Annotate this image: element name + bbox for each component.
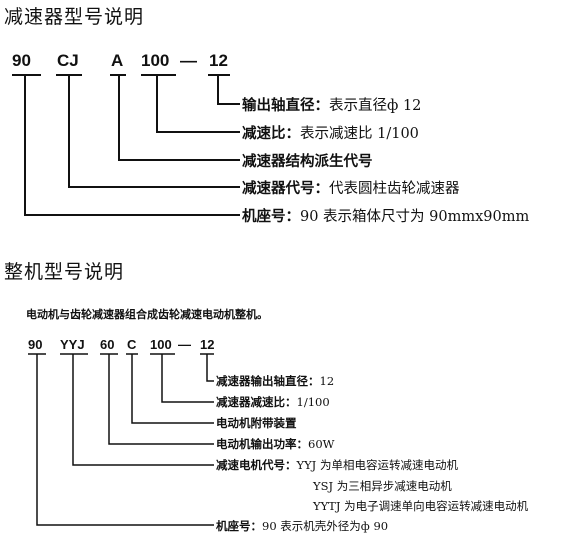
item-label: 机座号： bbox=[242, 209, 300, 225]
connector2-shaft bbox=[206, 354, 214, 382]
item2-motor-code-ysj: YSJ 为三相异步减速电动机 bbox=[313, 478, 452, 494]
item-text: YYTJ 为电子调速单向电容运转减速电动机 bbox=[313, 499, 529, 513]
item-label: 减速器减速比： bbox=[216, 395, 297, 409]
item-reduction-ratio: 减速比：表示减速比 1/100 bbox=[242, 122, 419, 143]
item2-output-power: 电动机输出功率：60W bbox=[216, 436, 334, 452]
connector-frame bbox=[24, 75, 240, 216]
item-text: 代表圆柱齿轮减速器 bbox=[329, 181, 460, 197]
code-reducer: CJ bbox=[57, 51, 79, 70]
item-label: 机座号： bbox=[216, 519, 262, 533]
item-label: 减速比： bbox=[242, 126, 300, 142]
item-reducer-code: 减速器代号：代表圆柱齿轮减速器 bbox=[242, 177, 460, 198]
section2-title: 整机型号说明 bbox=[4, 261, 125, 283]
connector-derive bbox=[118, 75, 240, 161]
code2-device: C bbox=[127, 337, 137, 352]
item-label: 电动机附带装置 bbox=[216, 416, 297, 430]
item-frame-number: 机座号：90 表示箱体尺寸为 90mmx90mm bbox=[242, 205, 529, 226]
item-text: 表示减速比 1/100 bbox=[300, 126, 419, 142]
item-text: YSJ 为三相异步减速电动机 bbox=[313, 479, 452, 493]
item2-accessory: 电动机附带装置 bbox=[216, 415, 297, 431]
item2-reduction-ratio: 减速器减速比：1/100 bbox=[216, 394, 330, 410]
section1-title: 减速器型号说明 bbox=[4, 6, 145, 28]
item-text: 1/100 bbox=[296, 395, 330, 409]
item2-frame-number: 机座号：90 表示机壳外径为ф 90 bbox=[216, 518, 388, 534]
code-shaft: 12 bbox=[209, 51, 228, 70]
code2-power: 60 bbox=[100, 337, 115, 352]
item-shaft-diameter: 输出轴直径：表示直径ф 12 bbox=[242, 94, 421, 115]
item2-motor-code: 减速电机代号：YYJ 为单相电容运转减速电动机 bbox=[216, 457, 458, 473]
item-label: 减速器结构派生代号 bbox=[242, 154, 373, 170]
connector2-device bbox=[131, 354, 214, 424]
code2-dash: — bbox=[178, 337, 191, 352]
item-text: 60W bbox=[308, 437, 335, 451]
item2-motor-code-yytj: YYTJ 为电子调速单向电容运转减速电动机 bbox=[313, 498, 528, 514]
item-label: 减速器输出轴直径： bbox=[216, 374, 320, 388]
item-text: 12 bbox=[319, 374, 335, 388]
connector2-frame bbox=[36, 354, 214, 526]
connector-reducer bbox=[68, 75, 240, 188]
code2-ratio: 100 bbox=[150, 337, 172, 352]
item-text: 表示直径ф 12 bbox=[329, 98, 422, 114]
item-label: 输出轴直径： bbox=[242, 98, 329, 114]
section2-intro: 电动机与齿轮减速器组合成齿轮减速电动机整机。 bbox=[26, 308, 268, 321]
code2-frame: 90 bbox=[28, 337, 43, 352]
connector2-ratio bbox=[161, 354, 214, 403]
code-derive: A bbox=[111, 51, 124, 70]
item2-shaft-diameter: 减速器输出轴直径：12 bbox=[216, 373, 334, 389]
connector-ratio bbox=[156, 75, 240, 133]
code-frame: 90 bbox=[12, 51, 31, 70]
code-dash: — bbox=[180, 51, 197, 70]
item-text: 90 表示机壳外径为ф 90 bbox=[262, 519, 389, 533]
code2-motor: YYJ bbox=[60, 337, 85, 352]
code-ratio: 100 bbox=[141, 51, 170, 70]
item-derive-code: 减速器结构派生代号 bbox=[242, 150, 373, 171]
item-label: 减速电机代号： bbox=[216, 458, 297, 472]
code2-shaft: 12 bbox=[200, 337, 215, 352]
item-text: YYJ 为单相电容运转减速电动机 bbox=[296, 458, 458, 472]
connector2-power bbox=[108, 354, 214, 445]
connector-shaft bbox=[217, 75, 240, 105]
item-label: 电动机输出功率： bbox=[216, 437, 308, 451]
item-text: 90 表示箱体尺寸为 90mmx90mm bbox=[300, 209, 530, 225]
item-label: 减速器代号： bbox=[242, 181, 329, 197]
connector2-motor bbox=[72, 354, 214, 466]
